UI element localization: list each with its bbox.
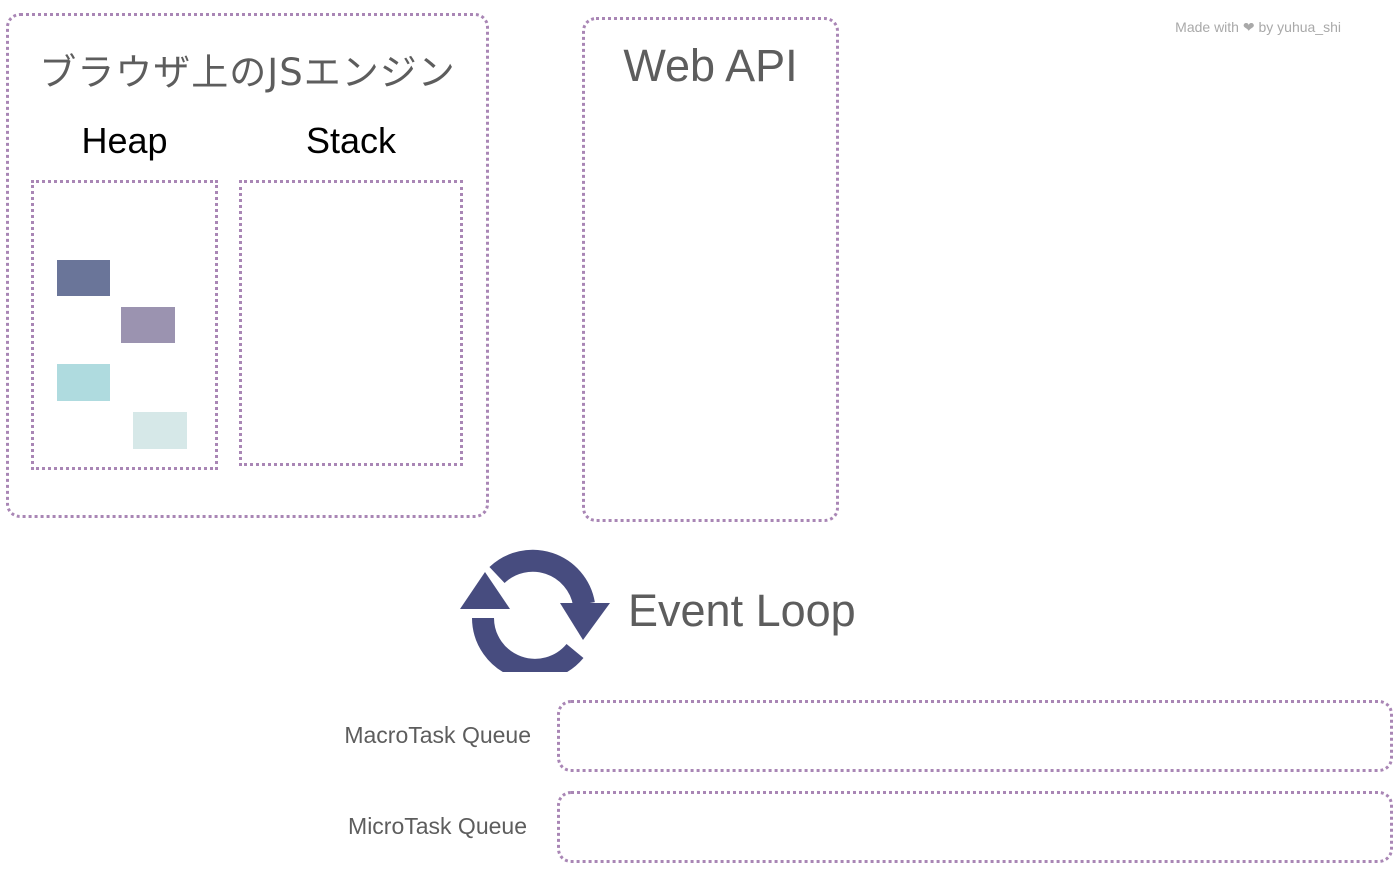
loop-arrowhead-left [460, 572, 510, 609]
credit-text: Made with ❤ by yuhua_shi [1175, 19, 1341, 36]
js-engine-title: ブラウザ上のJSエンジン [39, 51, 456, 94]
heart-icon: ❤ [1242, 19, 1255, 35]
loop-arrowhead-right [560, 603, 610, 640]
loop-arc-top [489, 549, 595, 607]
microtask-queue-label: MicroTask Queue [348, 813, 527, 839]
macrotask-queue-label: MacroTask Queue [344, 722, 531, 748]
credit-suffix: by yuhua_shi [1258, 19, 1341, 35]
stack-box [239, 180, 463, 466]
heap-block-2 [121, 307, 175, 343]
heap-title: Heap [81, 120, 168, 161]
web-api-container [582, 17, 839, 522]
web-api-title: Web API [623, 40, 798, 91]
macrotask-queue-box [557, 700, 1393, 772]
loop-arc-bottom [472, 617, 584, 672]
js-engine-container [6, 13, 489, 518]
heap-block-4 [133, 412, 187, 449]
microtask-queue-box [557, 791, 1393, 863]
heap-block-3 [57, 364, 110, 401]
refresh-cycle-icon [460, 549, 610, 672]
heap-box [31, 180, 218, 470]
heap-block-1 [57, 260, 110, 296]
credit-prefix: Made with [1175, 19, 1239, 35]
stack-title: Stack [305, 120, 397, 161]
event-loop-label: Event Loop [628, 585, 856, 636]
